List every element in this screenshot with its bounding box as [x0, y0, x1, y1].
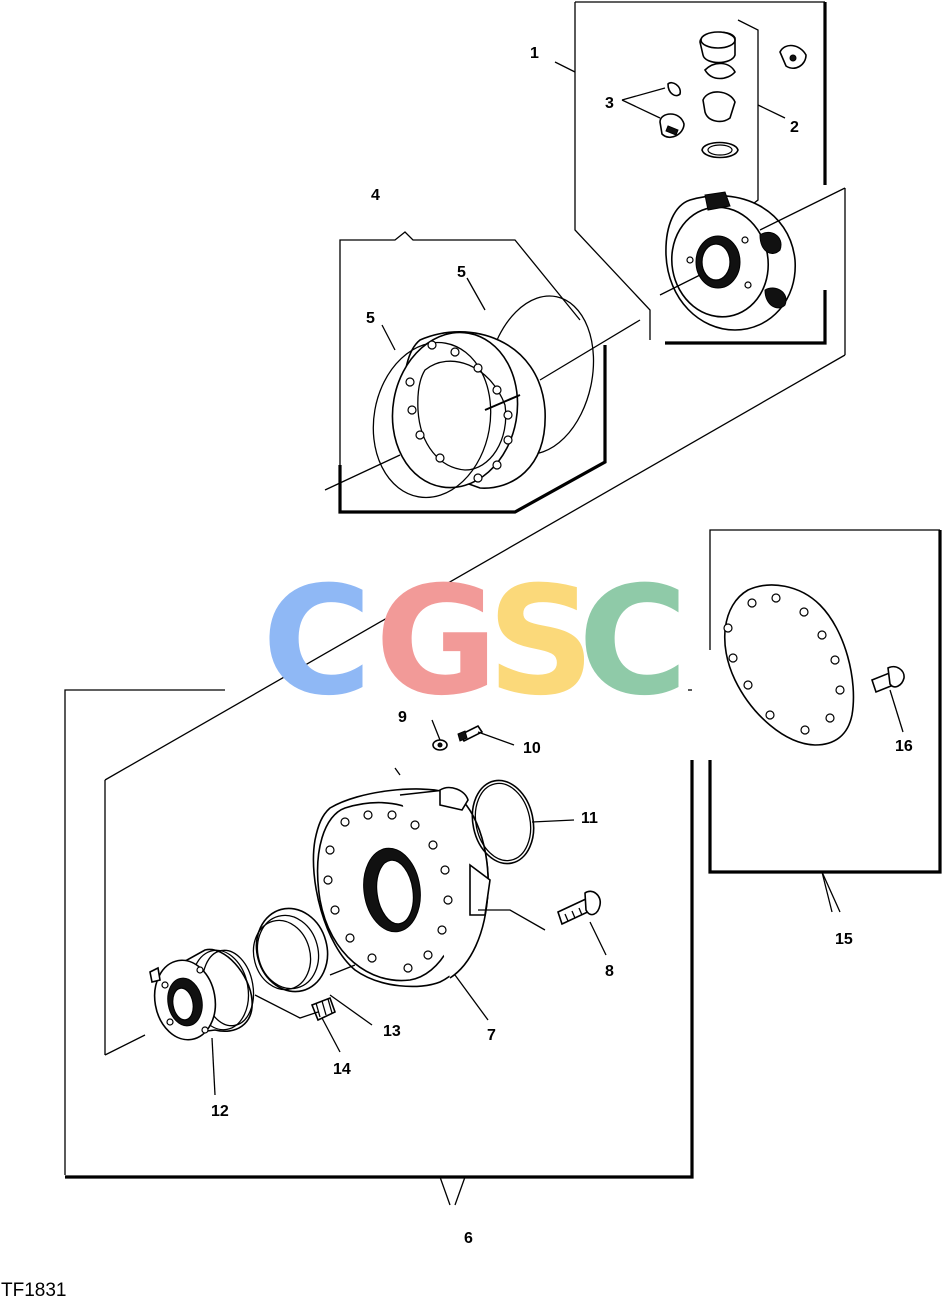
- callout-9: 9: [398, 709, 407, 726]
- group-2-bracket: [737, 19, 786, 211]
- group-6-bracket: [64, 689, 694, 1206]
- callout-5a: 5: [457, 264, 466, 281]
- output-shaft-12: [149, 948, 255, 1041]
- watermark-letter-3: S: [487, 555, 595, 729]
- motor-housing: [312, 786, 546, 988]
- watermark-letter-4: C: [578, 555, 688, 729]
- bolt-8: [557, 890, 602, 926]
- bolt-16: [871, 665, 905, 694]
- callout-11: 11: [581, 810, 598, 827]
- callout-3: 3: [605, 95, 614, 112]
- seal-and-spring: [252, 907, 356, 1022]
- o-ring-11: [471, 779, 535, 865]
- callout-13: 13: [383, 1023, 401, 1040]
- callout-1: 1: [530, 45, 539, 62]
- callout-8: 8: [605, 963, 614, 980]
- callout-16: 16: [895, 738, 913, 755]
- callout-12: 12: [211, 1103, 229, 1120]
- watermark-letter-1: C: [262, 555, 372, 729]
- group-4-bracket: [338, 231, 607, 514]
- gerotor-bolt-holes: [405, 340, 513, 483]
- center-axis-lines: [104, 187, 846, 1056]
- figure-reference: TF1831: [1, 1280, 66, 1297]
- callout-5b: 5: [366, 310, 375, 327]
- housing-bolt-holes: [323, 810, 453, 973]
- watermark-letter-2: G: [375, 555, 498, 729]
- valve-housing: [665, 191, 796, 331]
- callout-2: 2: [790, 119, 799, 136]
- pins-group-3: [621, 81, 685, 139]
- callout-14: 14: [333, 1061, 351, 1078]
- callout-10: 10: [523, 740, 541, 757]
- cgsc-watermark: C G S C: [262, 555, 688, 729]
- washer-and-screw: [432, 724, 484, 751]
- callout-4: 4: [371, 187, 380, 204]
- gerotor-ring: [372, 295, 595, 499]
- group-15-bracket: [708, 529, 942, 913]
- callout-15: 15: [835, 931, 853, 948]
- cover-bolt-holes: [723, 593, 845, 735]
- callout-labels: 1 2 3 4 5 5 6 7 8 9 10 11 12 13 14 15 16: [211, 45, 913, 1247]
- callout-6: 6: [464, 1230, 473, 1247]
- callout-leaders: [211, 277, 904, 1096]
- valve-spool-parts: [699, 31, 807, 159]
- end-cover-plate: [723, 584, 855, 746]
- callout-7: 7: [487, 1027, 496, 1044]
- group-1-bracket: [554, 1, 827, 345]
